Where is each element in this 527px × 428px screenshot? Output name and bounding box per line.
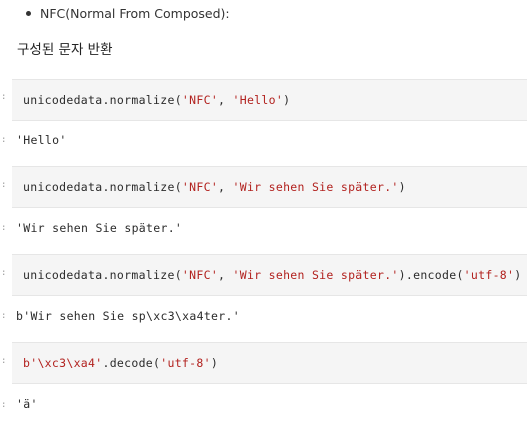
code-string: 'Wir sehen Sie später.' — [232, 268, 399, 282]
code-token: unicodedata.normalize( — [23, 93, 182, 107]
cell-output-2: 'Wir sehen Sie später.' — [16, 221, 183, 235]
code-string: 'utf-8' — [160, 356, 211, 370]
code-token: , — [218, 180, 233, 194]
code-token: ) — [398, 180, 406, 194]
code-cell-3[interactable]: unicodedata.normalize('NFC', 'Wir sehen … — [12, 254, 527, 296]
output-prompt-marker: : — [1, 223, 7, 233]
code-string: b'\xc3\xa4' — [23, 356, 103, 370]
output-prompt-marker: : — [1, 400, 7, 410]
code-string: 'Hello' — [232, 93, 284, 107]
input-prompt-marker: : — [1, 180, 7, 190]
cell-output-4: 'ä' — [16, 397, 38, 411]
output-prompt-marker: : — [1, 311, 7, 321]
code-token: unicodedata.normalize( — [23, 268, 182, 282]
code-cell-1[interactable]: unicodedata.normalize('NFC', 'Hello') — [12, 79, 527, 121]
code-token: ).encode( — [398, 268, 464, 282]
code-token: unicodedata.normalize( — [23, 180, 182, 194]
code-token: , — [218, 93, 233, 107]
code-string: 'Wir sehen Sie später.' — [232, 180, 399, 194]
cell-output-3: b'Wir sehen Sie sp\xc3\xa4ter.' — [16, 309, 240, 323]
code-cell-2[interactable]: unicodedata.normalize('NFC', 'Wir sehen … — [12, 166, 527, 208]
code-string: 'utf-8' — [463, 268, 515, 282]
code-string: 'NFC' — [181, 268, 219, 282]
input-prompt-marker: : — [1, 356, 7, 366]
code-string: 'NFC' — [181, 180, 219, 194]
code-cell-4[interactable]: b'\xc3\xa4'.decode('utf-8') — [12, 342, 527, 384]
input-prompt-marker: : — [1, 268, 7, 278]
code-token: ) — [514, 268, 522, 282]
bullet-item: NFC(Normal From Composed): — [22, 5, 230, 21]
output-prompt-marker: : — [1, 135, 7, 145]
code-token: ) — [210, 356, 219, 370]
code-token: .decode( — [102, 356, 161, 370]
bullet-text: NFC(Normal From Composed): — [40, 5, 230, 21]
input-prompt-marker: : — [1, 92, 7, 102]
section-heading: 구성된 문자 반환 — [17, 42, 113, 58]
code-string: 'NFC' — [181, 93, 219, 107]
code-token: , — [218, 268, 233, 282]
code-token: ) — [283, 93, 291, 107]
bullet-dot-icon — [26, 10, 31, 16]
cell-output-1: 'Hello' — [16, 133, 67, 147]
